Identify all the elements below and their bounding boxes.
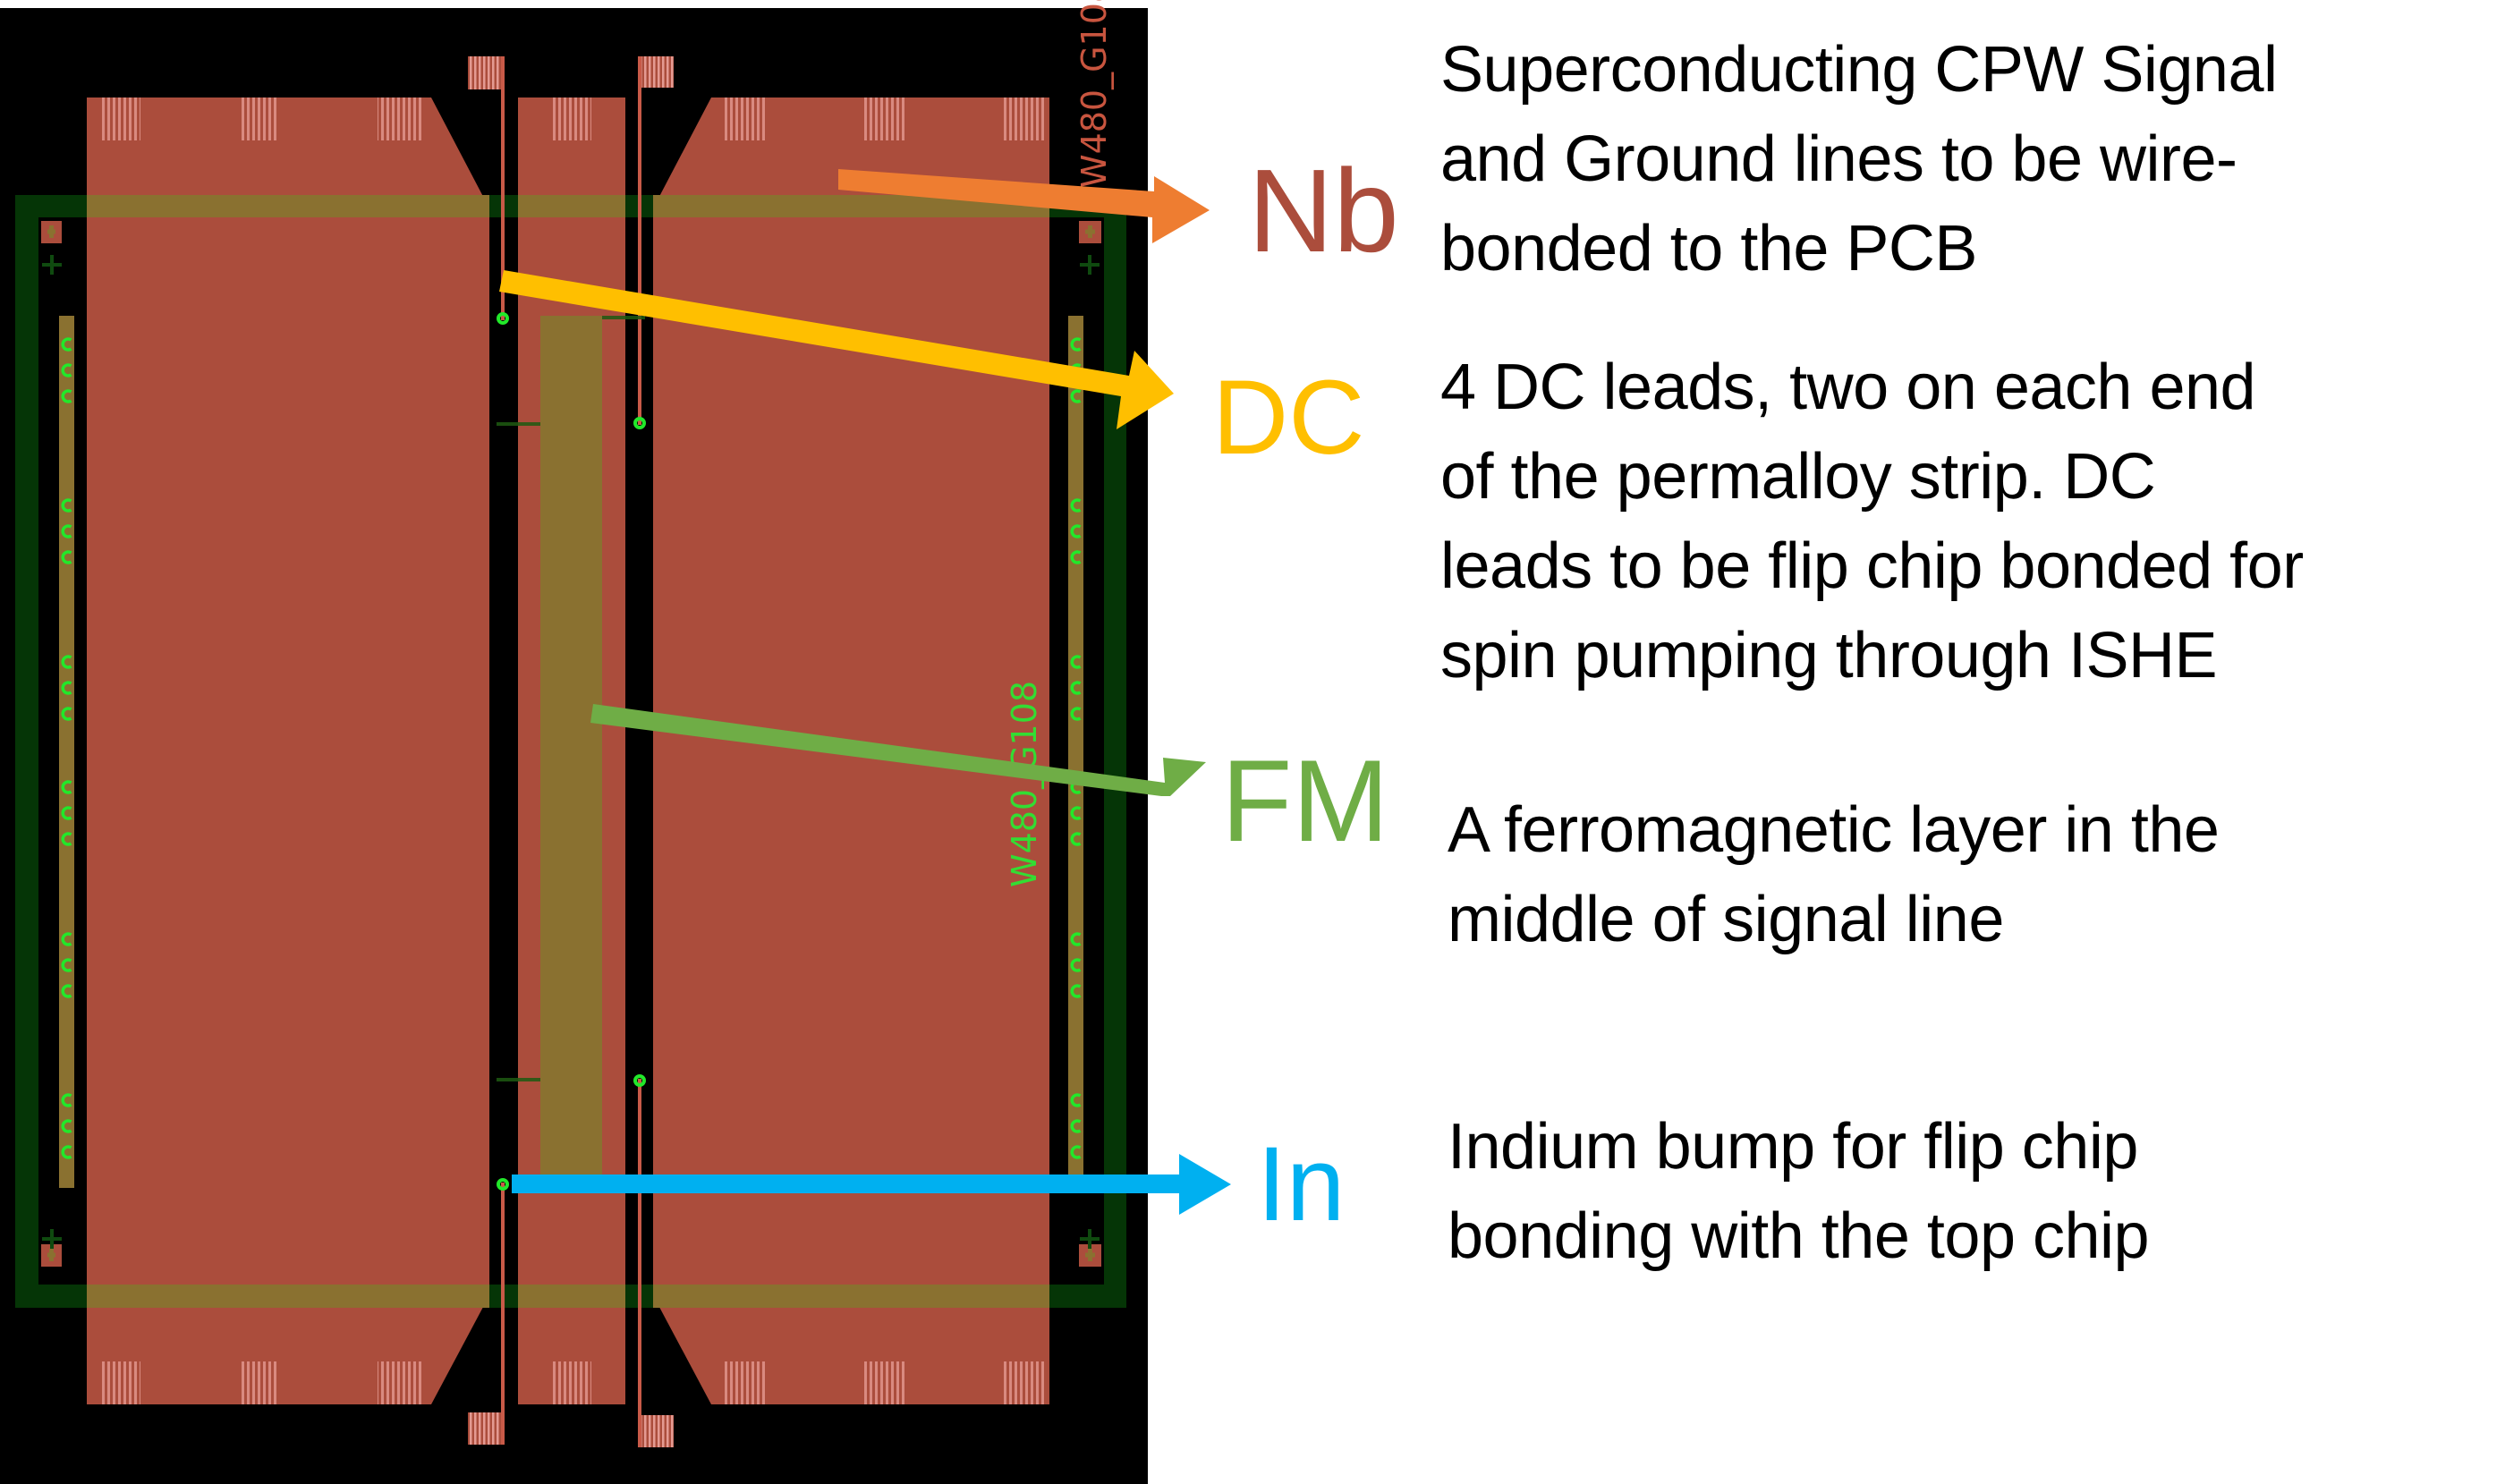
desc-line: A ferromagnetic layer in the (1448, 794, 2220, 866)
desc-in: Indium bump for flip chip bonding with t… (1448, 1102, 2150, 1281)
strip-mark (1070, 707, 1082, 721)
strip-mark (61, 1145, 72, 1159)
dc-pads (468, 56, 674, 1447)
chip-label-mid: W480_G108 (1005, 681, 1044, 887)
desc-line: of the permalloy strip. DC (1440, 441, 2156, 513)
tag-fm: FM (1221, 735, 1389, 866)
strip-mark (1070, 1145, 1082, 1159)
fm-strip (540, 316, 602, 1174)
strip-mark (61, 780, 72, 794)
strip-mark (61, 932, 72, 946)
strip-mark (1070, 550, 1082, 564)
desc-line: leads to be flip chip bonded for (1440, 530, 2304, 602)
indium-bump (633, 1074, 646, 1087)
strip-mark (1070, 958, 1082, 972)
desc-dc: 4 DC leads, two on each end of the perma… (1440, 343, 2304, 700)
strip-mark (1070, 1093, 1082, 1107)
left-ground-line (87, 98, 489, 1404)
strip-mark (1070, 984, 1082, 998)
strip-mark (61, 337, 72, 352)
desc-line: middle of signal line (1448, 884, 2004, 955)
dc-leads (501, 56, 641, 1447)
plus-markers (42, 255, 1100, 1249)
strip-mark (1070, 681, 1082, 695)
strip-mark (1070, 498, 1082, 513)
desc-nb: Superconducting CPW Signal and Ground li… (1440, 25, 2278, 293)
wirebond-fingers-bottom (100, 1361, 1045, 1404)
strip-mark (61, 389, 72, 403)
indium-bump (497, 312, 509, 325)
strip-mark (1070, 806, 1082, 820)
desc-line: Indium bump for flip chip (1448, 1111, 2138, 1183)
strip-mark (61, 655, 72, 669)
strip-mark (61, 984, 72, 998)
arrow-dc (499, 270, 1174, 429)
right-side-strip (1068, 316, 1083, 1188)
desc-line: bonded to the PCB (1440, 213, 1977, 284)
indium-bump (633, 417, 646, 429)
strip-mark (61, 524, 72, 538)
arrow-nb (838, 169, 1210, 243)
strip-mark (1070, 389, 1082, 403)
indium-bumps (497, 312, 646, 1191)
desc-line: and Ground lines to be wire- (1440, 123, 2238, 195)
chip-label-top: W480_G108 (1074, 0, 1114, 188)
arrow-fm (590, 704, 1206, 796)
tag-in: In (1257, 1125, 1346, 1243)
desc-line: spin pumping through ISHE (1440, 620, 2218, 691)
strip-mark (61, 363, 72, 377)
corner-markers (41, 221, 1101, 1267)
desc-fm: A ferromagnetic layer in the middle of s… (1448, 785, 2220, 964)
strip-mark (1070, 1119, 1082, 1133)
strip-mark (61, 498, 72, 513)
strip-mark (1070, 524, 1082, 538)
desc-line: bonding with the top chip (1448, 1200, 2150, 1272)
dc-stubs (497, 316, 645, 1081)
strip-mark (61, 958, 72, 972)
strip-mark (1070, 655, 1082, 669)
arrow-in (512, 1154, 1231, 1215)
indium-bump (497, 1178, 509, 1191)
strip-mark (61, 707, 72, 721)
tag-dc: DC (1212, 359, 1365, 477)
tag-nb: Nb (1248, 145, 1399, 276)
strip-mark (61, 832, 72, 846)
strip-mark (61, 550, 72, 564)
strip-marks (61, 337, 1082, 1159)
wirebond-fingers-top (100, 98, 1045, 140)
strip-mark (61, 681, 72, 695)
strip-mark (61, 1093, 72, 1107)
desc-line: 4 DC leads, two on each end (1440, 352, 2256, 423)
desc-line: Superconducting CPW Signal (1440, 34, 2278, 106)
frame-overlay-on-nb (87, 195, 1049, 1308)
left-side-strip (59, 316, 74, 1188)
strip-mark (61, 1119, 72, 1133)
strip-mark (1070, 337, 1082, 352)
strip-mark (1070, 932, 1082, 946)
strip-mark (1070, 832, 1082, 846)
strip-mark (61, 806, 72, 820)
